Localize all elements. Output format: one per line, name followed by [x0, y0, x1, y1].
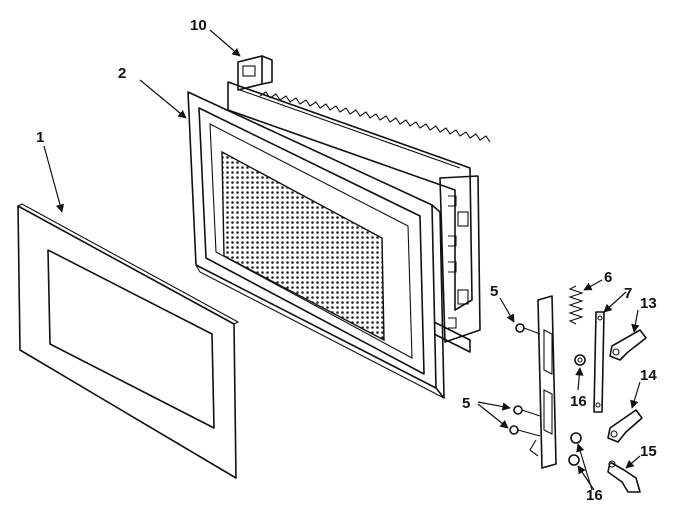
clip-pair: [568, 432, 582, 466]
callout-10: 10: [190, 17, 207, 34]
latch-plate: [529, 295, 557, 469]
callout-labels: 1 2 10 5 5 6 7 13 14 15 16 16: [36, 17, 657, 504]
latch-15: [607, 460, 641, 493]
callout-5-top: 5: [490, 283, 498, 300]
mesh-screen: [221, 150, 385, 342]
latch-13: [609, 329, 647, 361]
door-panel: [17, 203, 240, 479]
callout-5-pair: 5: [462, 395, 470, 412]
clip-single: [574, 354, 586, 366]
callout-16-single: 16: [570, 393, 587, 410]
screw-top: [515, 323, 541, 335]
latch-14: [607, 409, 643, 443]
callout-6: 6: [604, 269, 612, 286]
latch-rod: [593, 311, 605, 413]
leader-lines: [43, 29, 641, 491]
callout-7: 7: [624, 285, 632, 302]
callout-14: 14: [640, 367, 657, 384]
screw-pair-a: [513, 405, 541, 417]
callout-15: 15: [640, 443, 657, 460]
screw-pair-b: [509, 425, 541, 437]
callout-13: 13: [640, 295, 657, 312]
spring: [568, 285, 584, 325]
door-frame: [187, 91, 445, 399]
callout-1: 1: [36, 129, 44, 146]
callout-16-pair: 16: [586, 487, 603, 504]
top-bracket: [237, 55, 273, 91]
callout-2: 2: [118, 65, 126, 82]
